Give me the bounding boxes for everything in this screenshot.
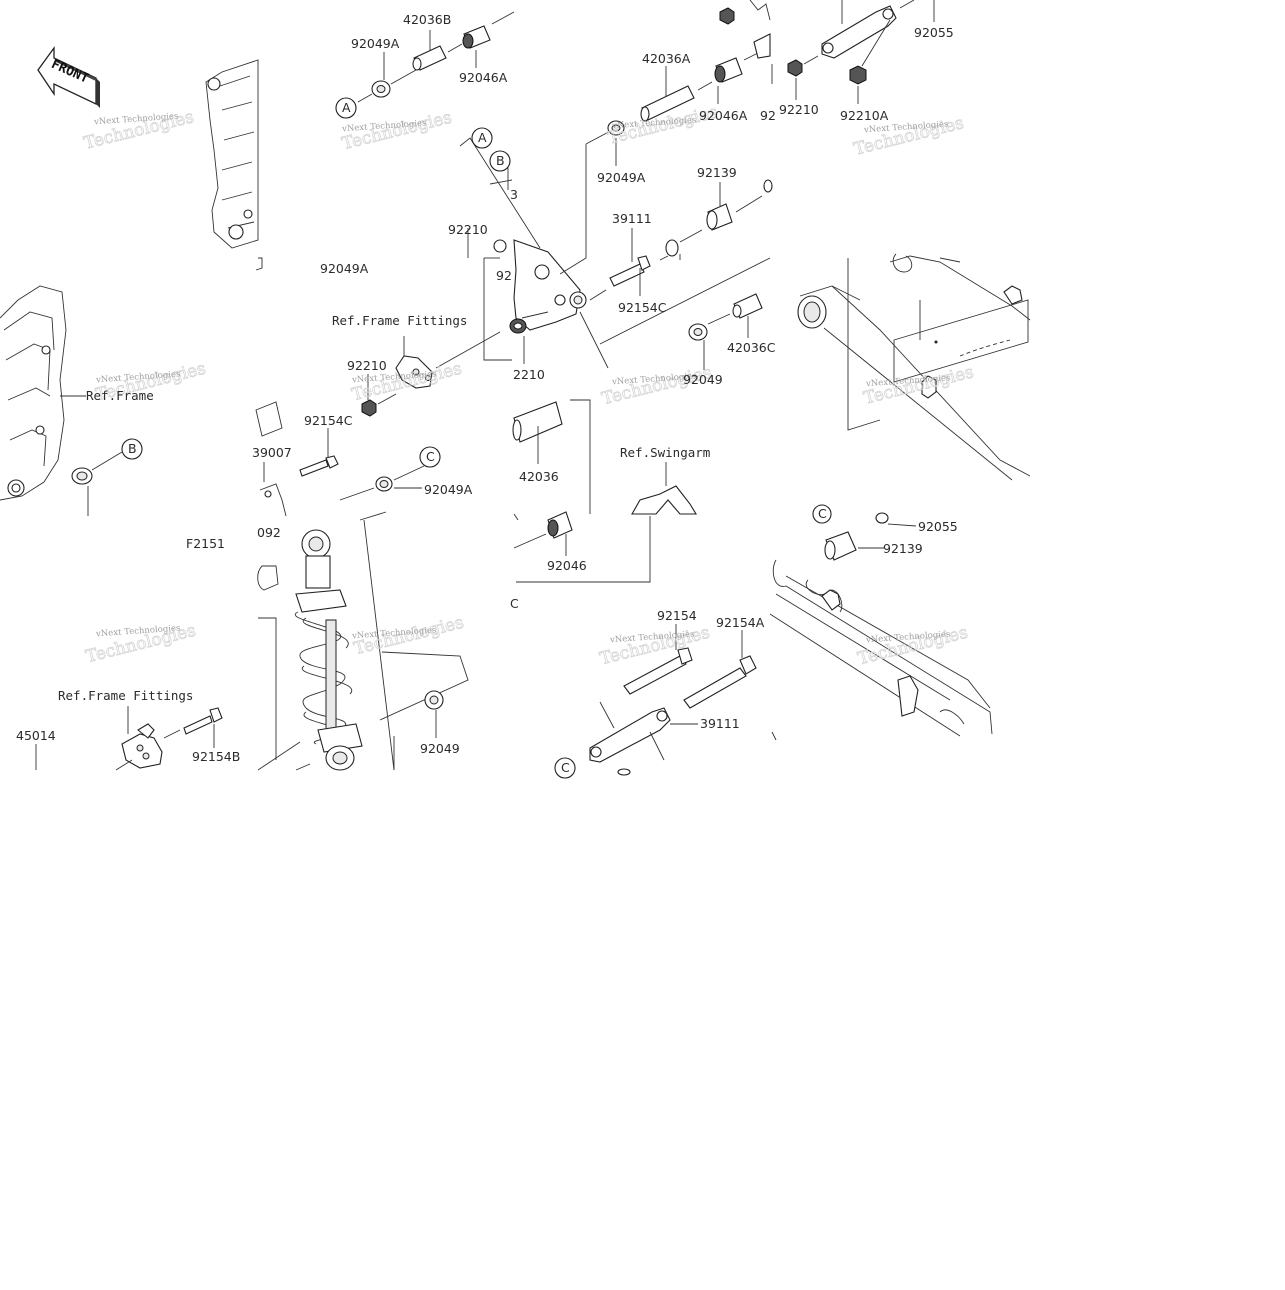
svg-text:Technologies: Technologies xyxy=(856,623,970,670)
frame-fitting-lower-drawing xyxy=(35,706,223,771)
part-label-92139: 92139 xyxy=(697,165,737,180)
part-label-92139: 92139 xyxy=(883,541,923,556)
part-labels: 42036B 92049A 92046A 92049A 92210 42036A… xyxy=(16,12,958,764)
part-label-92049A: 92049A xyxy=(320,261,369,276)
frame-bracket-drawing xyxy=(205,59,263,271)
callout-c: C xyxy=(426,449,435,464)
part-label-92-cut: 92 xyxy=(496,268,512,283)
ref-frame-label: Ref.Frame xyxy=(86,388,154,403)
part-label-92154B: 92154B xyxy=(192,749,240,764)
part-label-92055: 92055 xyxy=(918,519,958,534)
part-label-42036C: 42036C xyxy=(727,340,776,355)
rocker-arm-drawing xyxy=(459,137,587,364)
part-label-92154C: 92154C xyxy=(304,413,353,428)
collar-42036-drawing xyxy=(512,399,651,583)
figure-code: F2151 xyxy=(186,536,225,551)
part-label-c-cut: C xyxy=(510,596,519,611)
part-label-92049: 92049 xyxy=(420,741,460,756)
collar-42036a-drawing xyxy=(559,0,773,370)
callout-c: C xyxy=(561,760,570,775)
washer-92049-drawing xyxy=(393,690,444,770)
part-label-39111: 39111 xyxy=(700,716,740,731)
tie-rod-lower-drawing xyxy=(554,624,757,779)
part-label-2210: 2210 xyxy=(513,367,545,382)
part-label-92046A: 92046A xyxy=(699,108,748,123)
part-label-92210: 92210 xyxy=(448,222,488,237)
part-label-92049A: 92049A xyxy=(351,36,400,51)
upper-collar-drawing xyxy=(335,11,515,119)
callout-a: A xyxy=(342,100,351,115)
swingarm-pivot-drawing xyxy=(631,462,697,515)
part-label-45014: 45014 xyxy=(16,728,56,743)
shock-absorber-drawing xyxy=(257,511,469,771)
callout-letters: A A B B C C C xyxy=(128,100,827,775)
ref-swingarm-label: Ref.Swingarm xyxy=(620,445,710,460)
svg-text:Technologies: Technologies xyxy=(598,623,712,670)
part-label-92210: 92210 xyxy=(779,102,819,117)
callout-b: B xyxy=(128,441,137,456)
callout-a: A xyxy=(478,130,487,145)
part-label-92-cut: 92 xyxy=(760,108,776,123)
part-label-3-cut: 3 xyxy=(510,187,518,202)
watermarks: Technologies vNext Technologies Technolo… xyxy=(82,102,977,670)
part-label-92055: 92055 xyxy=(914,25,954,40)
part-label-42036A: 42036A xyxy=(642,51,691,66)
callout-b: B xyxy=(496,153,505,168)
frame-fitting-drawing xyxy=(255,331,501,517)
callout-c: C xyxy=(818,506,827,521)
part-label-092: 092 xyxy=(257,525,281,540)
callout-circle xyxy=(335,97,357,119)
part-label-92049A: 92049A xyxy=(424,482,473,497)
part-label-92049: 92049 xyxy=(683,372,723,387)
part-label-92154: 92154 xyxy=(657,608,697,623)
frame-engine-drawing xyxy=(0,285,123,516)
part-label-92046A: 92046A xyxy=(459,70,508,85)
part-label-39111: 39111 xyxy=(612,211,652,226)
part-label-92154A: 92154A xyxy=(716,615,765,630)
front-arrow-icon: FRONT xyxy=(37,46,100,108)
part-label-39007: 39007 xyxy=(252,445,292,460)
tie-rod-drawing xyxy=(771,0,935,104)
part-label-42036: 42036 xyxy=(519,469,559,484)
swingarm-lower-drawing xyxy=(769,504,993,741)
part-label-92210: 92210 xyxy=(347,358,387,373)
swingarm-drawing xyxy=(797,253,1031,481)
part-label-92046: 92046 xyxy=(547,558,587,573)
reference-labels: Ref.Frame Ref.Frame Fittings Ref.Frame F… xyxy=(58,313,710,703)
ref-frame-fittings-label: Ref.Frame Fittings xyxy=(58,688,193,703)
part-label-92049A: 92049A xyxy=(597,170,646,185)
part-label-92210A: 92210A xyxy=(840,108,889,123)
callout-markers xyxy=(121,127,511,468)
ref-frame-fittings-label: Ref.Frame Fittings xyxy=(332,313,467,328)
part-label-42036B: 42036B xyxy=(403,12,451,27)
part-label-92154C: 92154C xyxy=(618,300,667,315)
